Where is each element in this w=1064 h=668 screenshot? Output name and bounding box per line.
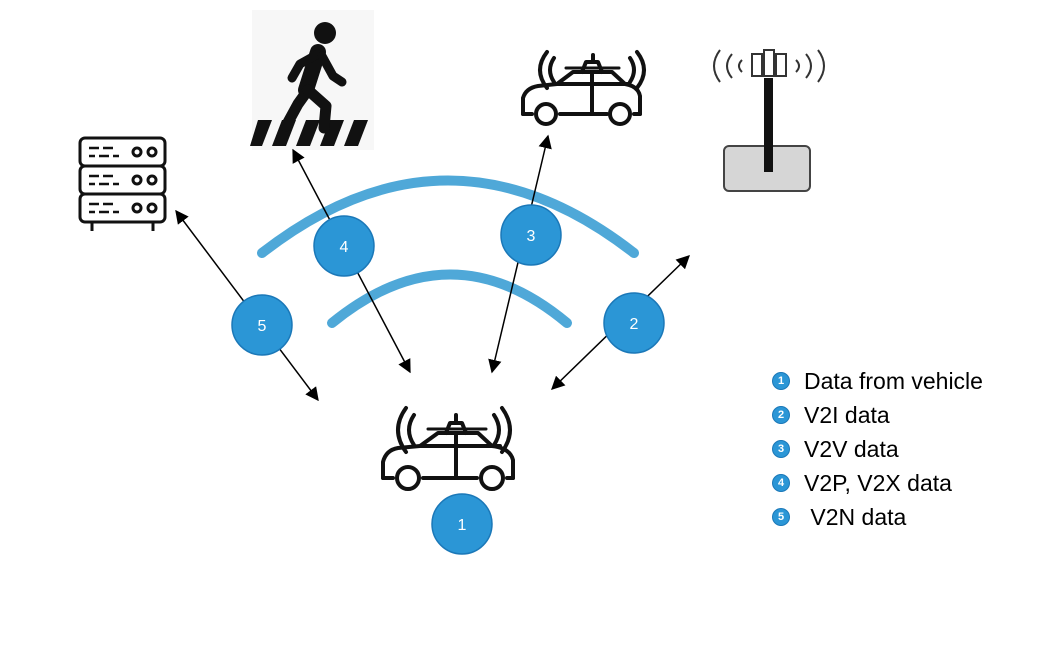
svg-text:1: 1 <box>458 517 467 534</box>
legend-item-5: 5 V2N data <box>772 500 983 534</box>
legend-badge: 1 <box>772 372 790 390</box>
svg-text:5: 5 <box>258 318 267 335</box>
svg-text:4: 4 <box>340 239 349 256</box>
legend-badge: 3 <box>772 440 790 458</box>
legend-item-2: 2 V2I data <box>772 398 983 432</box>
badge-1: 1 <box>431 493 493 555</box>
legend-label: V2I data <box>804 401 890 428</box>
badge-2: 2 <box>603 292 665 354</box>
signal-arc-inner <box>327 269 572 328</box>
legend-badge: 4 <box>772 474 790 492</box>
badge-4: 4 <box>313 215 375 277</box>
cell-tower-icon <box>713 49 825 192</box>
svg-text:3: 3 <box>527 228 536 245</box>
car-icon <box>521 50 646 126</box>
car-icon <box>381 406 515 491</box>
badge-5: 5 <box>231 294 293 356</box>
legend-label: Data from vehicle <box>804 367 983 394</box>
legend-item-4: 4 V2P, V2X data <box>772 466 983 500</box>
server-icon <box>78 136 167 231</box>
legend-label: V2V data <box>804 435 899 462</box>
svg-text:2: 2 <box>630 316 639 333</box>
legend-label: V2P, V2X data <box>804 469 952 496</box>
badge-3: 3 <box>500 204 562 266</box>
legend-label: V2N data <box>804 503 907 530</box>
pedestrian-icon <box>250 10 374 150</box>
legend-badge: 5 <box>772 508 790 526</box>
legend-item-1: 1 Data from vehicle <box>772 364 983 398</box>
legend: 1 Data from vehicle 2 V2I data 3 V2V dat… <box>772 364 983 534</box>
legend-item-3: 3 V2V data <box>772 432 983 466</box>
legend-badge: 2 <box>772 406 790 424</box>
